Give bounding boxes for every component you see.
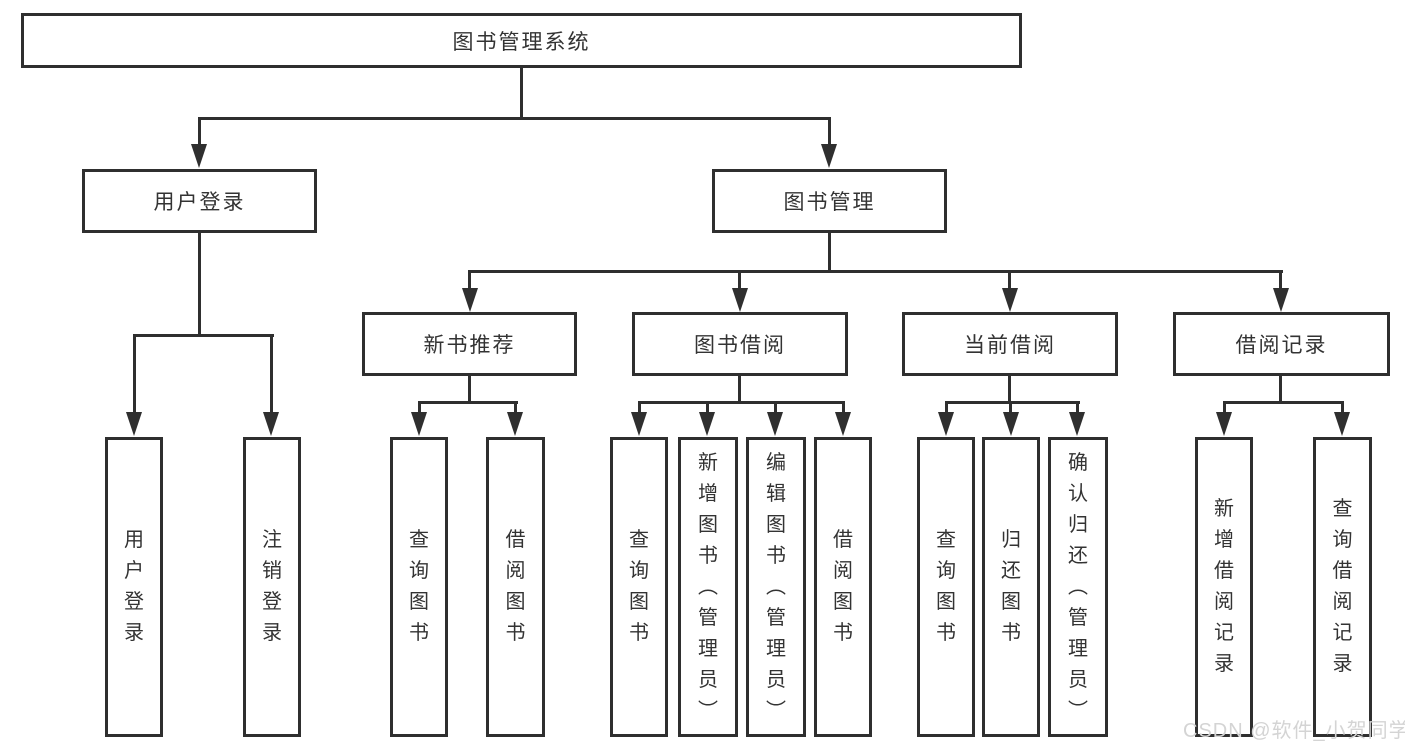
leaf-edit-books-admin: 编 辑 图 书 ︵ 管 理 员 ︶ [746,437,806,737]
arrowhead-g1-leaf0 [631,412,647,436]
arrowhead-g2-leaf0 [938,412,954,436]
connector-stem-g0-leaf1 [514,401,517,413]
leaf-logout: 注 销 登 录 [243,437,301,737]
connector-stem-g2-leaf0 [945,401,948,413]
leaf-label: 借 阅 图 书 [833,529,853,644]
leaf-label: 查 询 图 书 [409,529,429,644]
connector-g3-horizontal [1223,401,1344,404]
leaf-query-borrow-record: 查 询 借 阅 记 录 [1313,437,1372,737]
connector-stem-logout-leaf [270,334,273,414]
connector-root-horizontal [198,117,830,120]
connector-stem-g2-leaf1 [1009,401,1012,413]
arrowhead-new-book [462,288,478,312]
arrowhead-borrow-records [1273,288,1289,312]
connector-g1-horizontal [638,401,845,404]
leaf-label: 查 询 图 书 [629,529,649,644]
node-current-borrow: 当前借阅 [902,312,1118,376]
leaf-label: 编 辑 图 书 ︵ 管 理 员 ︶ [766,451,786,722]
node-label: 图书管理系统 [452,30,591,54]
connector-stem-g0-leaf0 [418,401,421,413]
arrowhead-g1-leaf3 [835,412,851,436]
arrowhead-logout-leaf [263,412,279,436]
arrowhead-user-login [191,144,207,168]
leaf-borrow-books: 借 阅 图 书 [814,437,872,737]
csdn-watermark: CSDN @软件_小贺同学 [1183,720,1405,742]
leaf-label: 查 询 图 书 [936,529,956,644]
leaf-label: 查 询 借 阅 记 录 [1332,498,1353,675]
leaf-label: 归 还 图 书 [1001,529,1021,644]
connector-g2-vertical [1008,376,1011,403]
leaf-label: 确 认 归 还 ︵ 管 理 员 ︶ [1068,451,1088,722]
leaf-query-books-borrow: 查 询 图 书 [610,437,668,737]
arrowhead-g0-leaf0 [411,412,427,436]
leaf-query-books-recommend: 查 询 图 书 [390,437,448,737]
arrowhead-g3-leaf1 [1334,412,1350,436]
arrowhead-current-borrow [1002,288,1018,312]
leaf-return-books: 归 还 图 书 [982,437,1040,737]
leaf-label: 借 阅 图 书 [505,529,526,644]
leaf-confirm-return-admin: 确 认 归 还 ︵ 管 理 员 ︶ [1048,437,1108,737]
leaf-add-borrow-record: 新 增 借 阅 记 录 [1195,437,1253,737]
arrowhead-g0-leaf1 [507,412,523,436]
node-library-management-system: 图书管理系统 [21,13,1022,68]
connector-g0-vertical [468,376,471,403]
connector-stem-current-borrow [1008,270,1011,290]
connector-root-vertical [520,68,523,118]
connector-stem-book-management [828,117,831,147]
node-new-book-recommend: 新书推荐 [362,312,577,376]
arrowhead-g2-leaf1 [1003,412,1019,436]
leaf-query-books-current: 查 询 图 书 [917,437,975,737]
node-borrow-records: 借阅记录 [1173,312,1390,376]
arrowhead-g1-leaf2 [767,412,783,436]
leaf-label: 新 增 借 阅 记 录 [1214,498,1234,675]
node-label: 借阅记录 [1235,334,1328,357]
connector-mgmt-horizontal [468,270,1283,273]
connector-stem-g2-leaf2 [1076,401,1079,413]
leaf-user-login: 用 户 登 录 [105,437,163,737]
connector-mgmt-vertical [828,233,831,272]
arrowhead-book-management [821,144,837,168]
node-label: 当前借阅 [964,334,1056,357]
connector-stem-new-book [468,270,471,290]
node-label: 图书借阅 [694,334,786,357]
arrowhead-g1-leaf1 [699,412,715,436]
leaf-label: 新 增 图 书 ︵ 管 理 员 ︶ [698,451,718,722]
connector-login-horizontal [133,334,274,337]
connector-g0-horizontal [418,401,518,404]
connector-login-vertical [198,233,201,336]
node-label: 新书推荐 [423,334,516,357]
connector-g1-vertical [738,376,741,403]
arrowhead-login-leaf [126,412,142,436]
leaf-label: 注 销 登 录 [262,529,282,644]
connector-g2-horizontal [945,401,1080,404]
connector-stem-g3-leaf0 [1223,401,1226,413]
arrowhead-g3-leaf0 [1216,412,1232,436]
node-book-management: 图书管理 [712,169,947,233]
connector-stem-user-login [198,117,201,147]
connector-stem-g1-leaf3 [842,401,845,413]
connector-stem-login-leaf [133,334,136,414]
arrowhead-book-borrow [732,288,748,312]
leaf-add-books-admin: 新 增 图 书 ︵ 管 理 员 ︶ [678,437,738,737]
connector-stem-g1-leaf1 [706,401,709,413]
node-label: 用户登录 [153,191,246,214]
leaf-label: 用 户 登 录 [124,529,144,644]
connector-stem-g1-leaf0 [638,401,641,413]
connector-stem-g1-leaf2 [774,401,777,413]
node-label: 图书管理 [783,191,876,214]
connector-stem-borrow-records [1279,270,1282,290]
connector-stem-g3-leaf1 [1341,401,1344,413]
leaf-borrow-books-recommend: 借 阅 图 书 [486,437,545,737]
connector-g3-vertical [1279,376,1282,403]
node-user-login: 用户登录 [82,169,317,233]
arrowhead-g2-leaf2 [1069,412,1085,436]
connector-stem-book-borrow [738,270,741,290]
node-book-borrow: 图书借阅 [632,312,848,376]
